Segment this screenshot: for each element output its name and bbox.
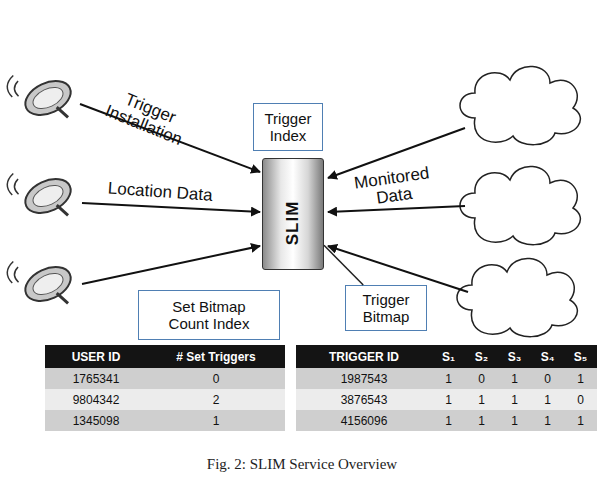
cloud-shape	[460, 66, 580, 144]
table-cell: 1	[432, 389, 465, 410]
cloud-shape	[460, 166, 580, 244]
table-cell: 1	[531, 389, 564, 410]
figure-caption: Fig. 2: SLIM Service Overview	[0, 456, 604, 473]
table-cell: 0	[465, 368, 498, 389]
node-text: SLIM	[283, 200, 303, 245]
callout-line	[324, 245, 363, 285]
table-cell: 1	[432, 410, 465, 431]
data-arrow	[82, 203, 260, 212]
node-text: Trigger Bitmap	[350, 291, 422, 326]
table-cell: 0	[564, 389, 597, 410]
device-icon	[3, 56, 81, 135]
node-text: Set Bitmap Count Index	[159, 298, 259, 333]
table-cell: 1	[147, 410, 285, 431]
data-arrow	[328, 206, 465, 212]
index-box: Trigger Index	[253, 103, 323, 151]
cloud-shape	[457, 258, 577, 336]
table-cell: 1	[465, 410, 498, 431]
table-cell: 1345098	[45, 410, 147, 431]
table-cell: 1	[531, 410, 564, 431]
index-box: Set Bitmap Count Index	[138, 290, 280, 340]
table-cell: 1765341	[45, 368, 147, 389]
device-icon	[3, 154, 81, 233]
bitmap-box: Trigger Bitmap	[345, 285, 427, 331]
arrow-label: Monitored Data	[345, 163, 441, 211]
table-header: S₃	[498, 345, 531, 368]
server-box: SLIM	[262, 158, 324, 270]
table-header: # Set Triggers	[147, 345, 285, 368]
table-header: S₄	[531, 345, 564, 368]
table-cell: 1	[465, 389, 498, 410]
table-cell: 0	[531, 368, 564, 389]
table-header: S₅	[564, 345, 597, 368]
device-icon	[3, 242, 81, 321]
table-cell: 0	[147, 368, 285, 389]
arrow-label: Trigger Installation	[85, 78, 210, 156]
table-cell: 1	[432, 368, 465, 389]
table-cell: 3876543	[296, 389, 432, 410]
table-cell: 4156096	[296, 410, 432, 431]
node-text: Trigger Index	[258, 110, 318, 145]
table-cell: 1	[498, 389, 531, 410]
table-cell: 1	[498, 368, 531, 389]
table-header: USER ID	[45, 345, 147, 368]
table-header: S₂	[465, 345, 498, 368]
arrow-label: Location Data	[85, 178, 236, 206]
table-header: TRIGGER ID	[296, 345, 432, 368]
table-cell: 1	[498, 410, 531, 431]
table-cell: 2	[147, 389, 285, 410]
table-cell: 1	[564, 410, 597, 431]
table-cell: 9804342	[45, 389, 147, 410]
table-cell: 1	[564, 368, 597, 389]
data-arrow	[82, 246, 260, 284]
table-cell: 1987543	[296, 368, 432, 389]
table-header: S₁	[432, 345, 465, 368]
